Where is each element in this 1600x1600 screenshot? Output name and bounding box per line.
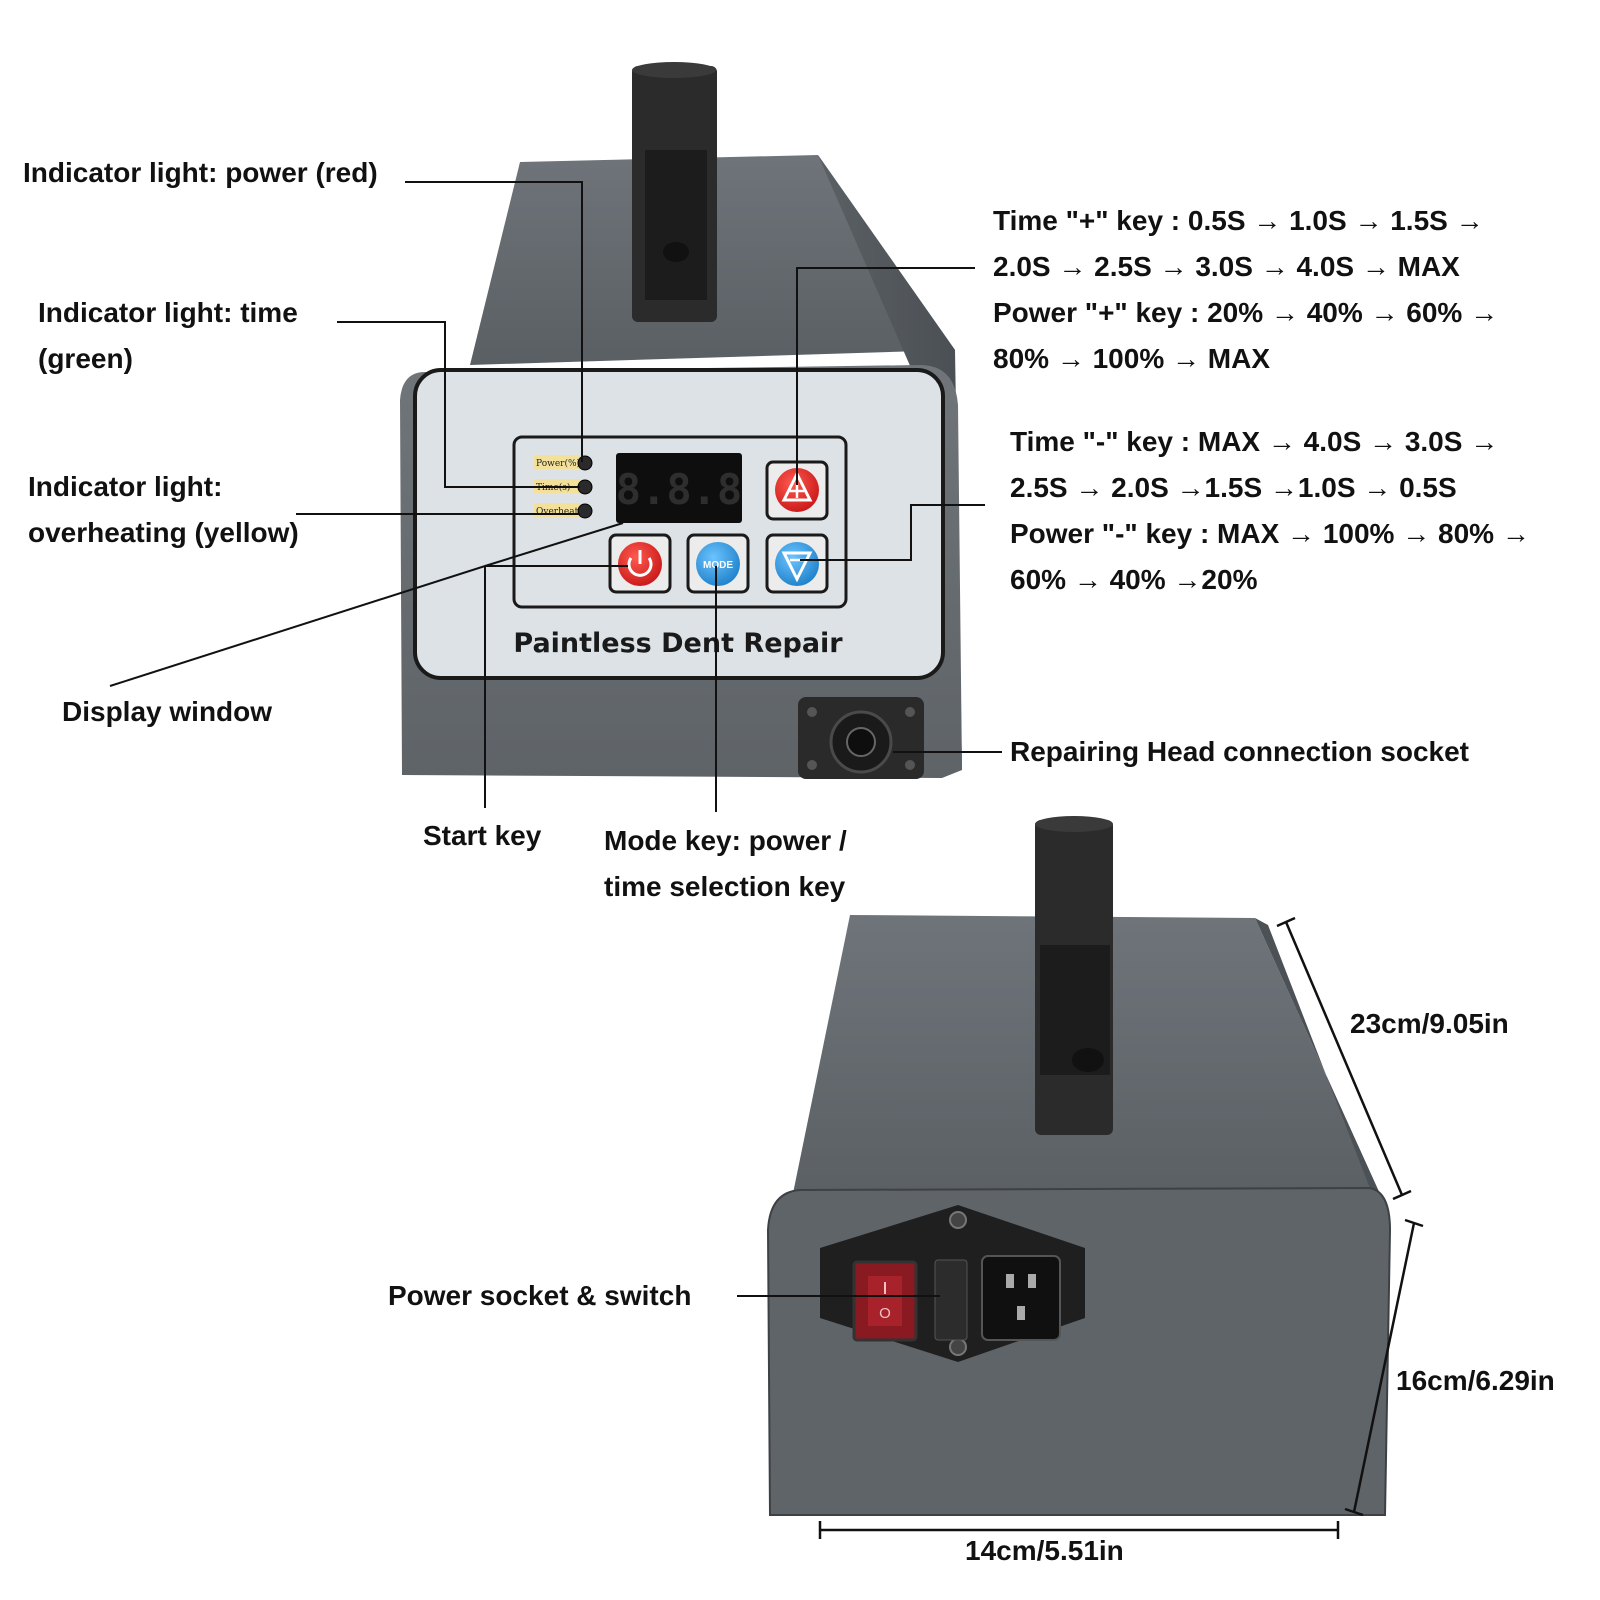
switch-off-symbol: O	[879, 1305, 891, 1322]
rear-handle	[1035, 816, 1113, 1135]
front-device: Power(%) Time(s) Overheat 8.8.8 MODE	[400, 62, 962, 779]
power-symbol-icon	[627, 550, 653, 577]
callout-minus-key: Time "-" key : MAX → 4.0S → 3.0S → 2.5S …	[1010, 419, 1530, 603]
display-window: 8.8.8	[616, 453, 742, 523]
callout-time-light: Indicator light: time (green)	[38, 290, 298, 382]
callout-mode-key-line2: time selection key	[604, 871, 846, 902]
callout-plus-key-line3: Power "+" key : 20% → 40% → 60% →	[993, 297, 1499, 328]
callout-start-key: Start key	[423, 820, 542, 851]
fuse-holder	[934, 1259, 968, 1341]
callout-plus-key-line4: 80% → 100% → MAX	[993, 343, 1270, 374]
panel-title: Paintless Dent Repair	[513, 628, 843, 659]
led-label-overheat: Overheat	[536, 507, 579, 517]
plus-button[interactable]	[765, 460, 829, 521]
callout-head-socket: Repairing Head connection socket	[1010, 736, 1469, 767]
dimension-depth-label: 23cm/9.05in	[1350, 1008, 1509, 1039]
display-digits: 8.8.8	[616, 465, 742, 514]
dimension-lines	[818, 916, 1424, 1539]
power-inlet-module: O	[820, 1205, 1085, 1362]
callout-power-socket: Power socket & switch	[388, 1280, 692, 1311]
mode-button[interactable]: MODE	[686, 533, 750, 594]
callout-time-light-line1: Indicator light: time	[38, 297, 298, 328]
iec-socket	[981, 1255, 1061, 1341]
led-label-power: Power(%)	[536, 458, 580, 469]
callout-mode-key-line1: Mode key: power /	[604, 825, 847, 856]
callout-mode-key: Mode key: power / time selection key	[604, 818, 847, 910]
callout-plus-key-line1: Time "+" key : 0.5S → 1.0S → 1.5S →	[993, 205, 1484, 236]
callout-minus-key-line1: Time "-" key : MAX → 4.0S → 3.0S →	[1010, 426, 1499, 457]
callout-minus-key-line4: 60% → 40% →20%	[1010, 564, 1258, 595]
front-panel-face	[413, 368, 945, 680]
callout-time-light-line2: (green)	[38, 343, 133, 374]
dimension-width-label: 14cm/5.51in	[965, 1535, 1124, 1566]
callout-overheat-light: Indicator light: overheating (yellow)	[28, 464, 299, 556]
device-right-side	[818, 155, 962, 775]
callout-minus-key-line3: Power "-" key : MAX → 100% → 80% →	[1010, 518, 1530, 549]
time-led	[577, 479, 593, 495]
leader-lines-front	[109, 181, 1002, 812]
callout-overheat-light-line1: Indicator light:	[28, 471, 223, 502]
callout-plus-key: Time "+" key : 0.5S → 1.0S → 1.5S → 2.0S…	[993, 198, 1498, 382]
callout-overheat-light-line2: overheating (yellow)	[28, 517, 299, 548]
callout-power-light: Indicator light: power (red)	[23, 157, 378, 188]
callout-minus-key-line2: 2.5S → 2.0S →1.5S →1.0S → 0.5S	[1010, 472, 1457, 503]
power-led	[577, 455, 593, 471]
callout-plus-key-line2: 2.0S → 2.5S → 3.0S → 4.0S → MAX	[993, 251, 1460, 282]
minus-button[interactable]	[765, 533, 829, 594]
dimension-height-label: 16cm/6.29in	[1396, 1365, 1555, 1396]
up-triangle-icon	[781, 470, 813, 502]
front-handle	[632, 62, 717, 322]
down-triangle-icon	[781, 551, 813, 583]
callout-display-window: Display window	[62, 696, 273, 727]
rear-device: O	[766, 816, 1392, 1516]
mode-button-text: MODE	[703, 560, 733, 571]
control-box	[512, 435, 848, 609]
start-button[interactable]	[608, 533, 672, 594]
overheat-led	[577, 503, 593, 519]
head-socket	[798, 697, 924, 779]
